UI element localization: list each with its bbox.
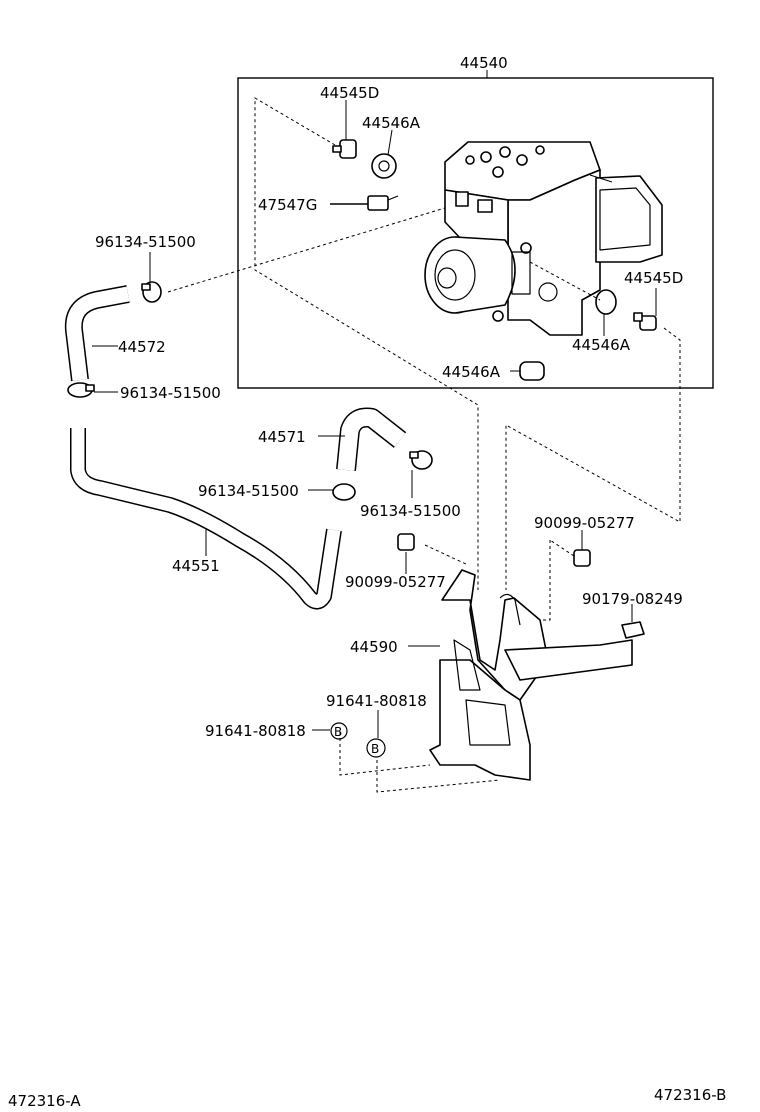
bracket-44590 <box>408 569 633 781</box>
nut-90179 <box>621 604 645 639</box>
label-44551: 44551 <box>172 557 220 575</box>
bolt-90099-right <box>573 530 591 567</box>
hose-44571 <box>318 407 407 471</box>
label-96134-mid-left: 96134-51500 <box>198 482 299 500</box>
bolt-91641-left <box>312 722 348 740</box>
clamp-96134-left <box>67 382 118 398</box>
cushion-44546a-bottom <box>510 361 545 381</box>
label-90099-left: 90099-05277 <box>345 573 446 591</box>
bolt-44545d-right <box>633 288 657 331</box>
label-44590: 44590 <box>350 638 398 656</box>
marker-b-right: B <box>371 742 379 756</box>
cushion-44546a-right <box>595 289 617 336</box>
label-96134-mid-right: 96134-51500 <box>360 502 461 520</box>
label-44546a-right: 44546A <box>572 336 631 354</box>
pipe-44551 <box>70 428 342 610</box>
label-44540: 44540 <box>460 54 508 72</box>
cushion-44546a-top <box>371 129 397 179</box>
label-44571: 44571 <box>258 428 306 446</box>
bleeder-47547g <box>330 195 399 211</box>
label-90099-right: 90099-05277 <box>534 514 635 532</box>
label-47547g: 47547G <box>258 196 317 214</box>
label-44546a-top: 44546A <box>362 114 421 132</box>
bolt-90099-left <box>397 533 415 574</box>
label-96134-top: 96134-51500 <box>95 233 196 251</box>
assembly-frame <box>237 70 714 389</box>
label-44545d-right: 44545D <box>624 269 683 287</box>
ref-code-left: 472316-A <box>8 1092 81 1110</box>
label-90179: 90179-08249 <box>582 590 683 608</box>
label-91641-right: 91641-80818 <box>326 692 427 710</box>
marker-b-left: B <box>334 725 342 739</box>
clamp-96134-top <box>141 252 162 303</box>
label-96134-left: 96134-51500 <box>120 384 221 402</box>
ref-code-right: 472316-B <box>654 1086 726 1104</box>
label-44545d-top: 44545D <box>320 84 379 102</box>
label-44572: 44572 <box>118 338 166 356</box>
bolt-91641-right <box>366 710 386 758</box>
label-44546a-bottom: 44546A <box>442 363 501 381</box>
abs-actuator <box>424 141 663 336</box>
dashed-guides <box>167 97 681 793</box>
label-91641-left: 91641-80818 <box>205 722 306 740</box>
bolt-44545d-top <box>332 100 357 159</box>
hose-44572 <box>64 285 130 382</box>
clamp-96134-mid-left <box>308 483 356 501</box>
clamp-96134-mid-right <box>409 450 433 498</box>
